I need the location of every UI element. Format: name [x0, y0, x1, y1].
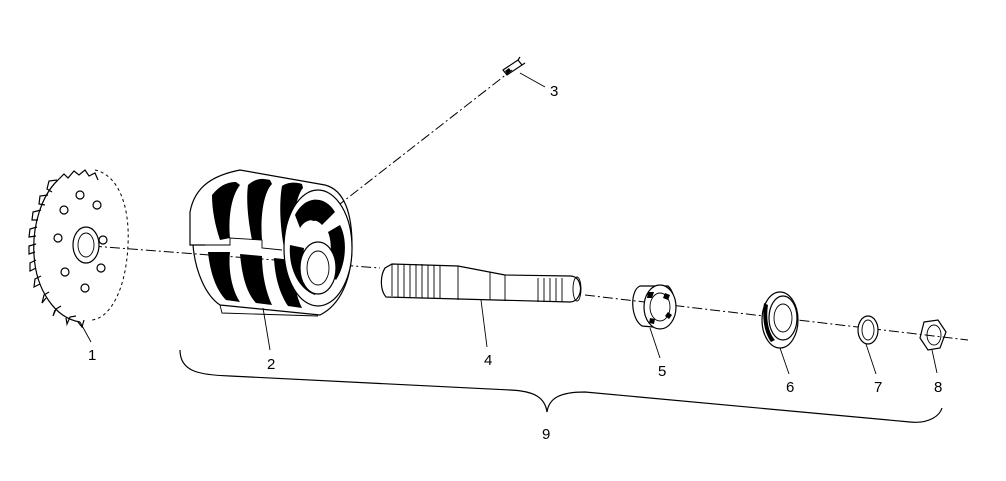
- callout-5: 5: [658, 363, 666, 380]
- washer: [857, 315, 879, 345]
- screw: [502, 56, 526, 76]
- clutch-drum: [189, 169, 353, 317]
- callout-2: 2: [267, 356, 275, 373]
- callout-7: 7: [874, 379, 882, 396]
- callout-3: 3: [550, 83, 558, 100]
- splined-shaft: [380, 263, 582, 303]
- callout-1: 1: [88, 347, 96, 364]
- callout-6: 6: [786, 379, 794, 396]
- nut: [919, 319, 947, 351]
- callout-8: 8: [934, 379, 942, 396]
- bearing: [632, 284, 677, 330]
- callout-9: 9: [542, 426, 550, 443]
- leader-lines: [79, 72, 938, 375]
- sprocket: [28, 169, 129, 329]
- assembly-brace: [179, 349, 943, 423]
- flanged-bushing: [761, 291, 799, 349]
- screw-axis: [321, 69, 513, 219]
- callout-4: 4: [484, 352, 492, 369]
